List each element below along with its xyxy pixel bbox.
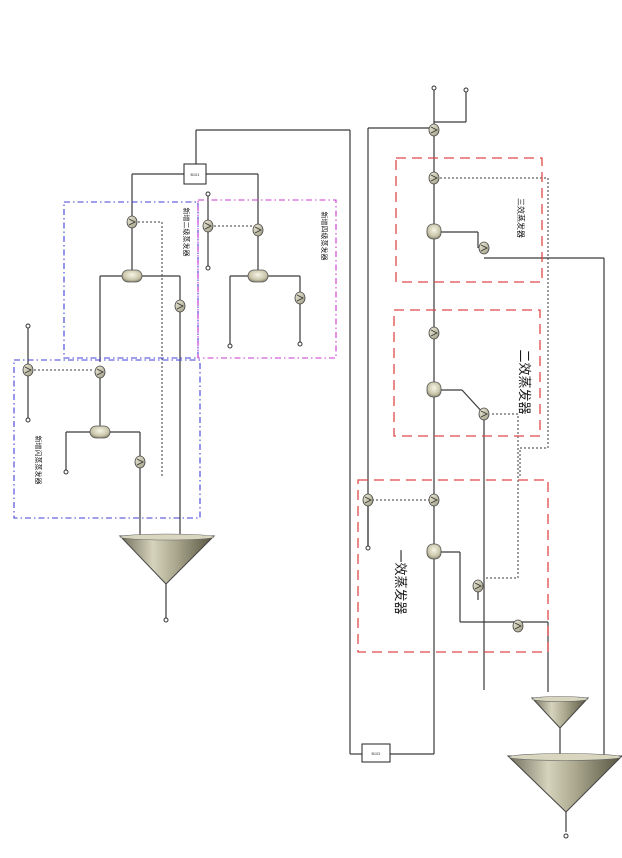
preheater-b-label: 新增二级蒸发器: [182, 208, 191, 257]
effect-2-box: [393, 309, 541, 437]
svg-text:B101: B101: [190, 173, 199, 177]
heat-exchanger-icon: [22, 123, 524, 633]
preheater-c-box: [197, 199, 337, 359]
stream-terminal-icon: [25, 85, 569, 839]
left-train: [27, 129, 351, 754]
preheater-c-label: 新增四级蒸发器: [320, 212, 329, 261]
mixer-funnel-icon: [118, 533, 622, 813]
preheater-b-box: [63, 201, 199, 359]
effect-1-box: [357, 479, 549, 653]
effect-2-label: 二效蒸发器: [516, 349, 532, 414]
effect-3-label: 三效蒸发器: [516, 198, 526, 238]
effect-1-label: 一效蒸发器: [392, 549, 408, 614]
preheater-a-label: 新增闪蒸蒸发器: [34, 436, 43, 485]
effect-3-box: [395, 157, 543, 283]
calculator-block-icon[interactable]: B101 B102: [183, 163, 391, 763]
svg-text:B102: B102: [371, 752, 380, 756]
flash-separator-icon: [89, 223, 442, 560]
preheater-a-box: [13, 359, 201, 519]
